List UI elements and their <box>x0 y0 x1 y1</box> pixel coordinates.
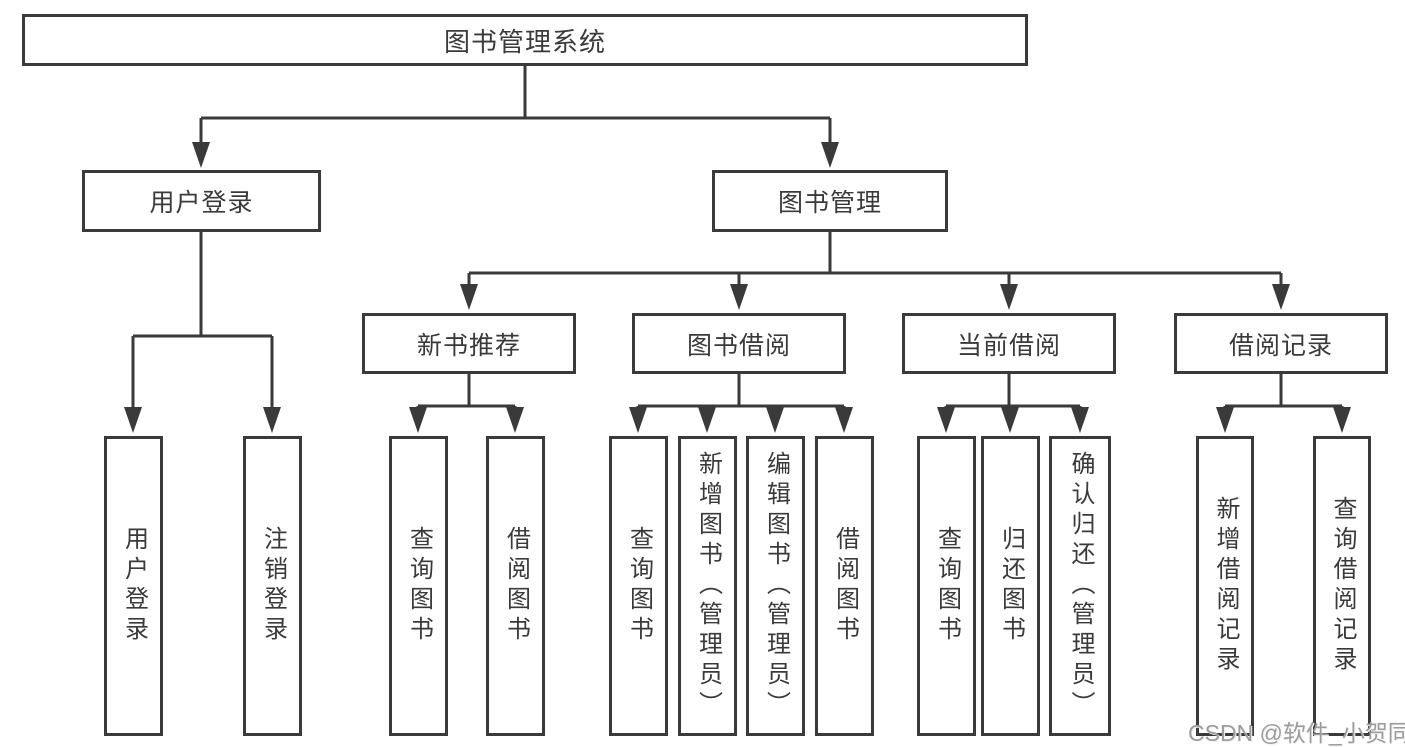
leaf-query-books: 查询图书 <box>917 436 976 736</box>
node-label: 图书借阅 <box>686 331 791 360</box>
node-label: 当前借阅 <box>956 331 1061 360</box>
leaf-label: 注销登录 <box>259 526 287 646</box>
leaf-label: 查询图书 <box>933 526 961 646</box>
leaf-label: 新增图书（管理员） <box>694 451 722 721</box>
leaf-label: 查询图书 <box>625 526 653 646</box>
root-label: 图书管理系统 <box>443 26 606 57</box>
leaf-label: 归还图书 <box>997 526 1025 646</box>
leaf-label: 查询借阅记录 <box>1329 496 1356 676</box>
leaf-add-borrow-record: 新增借阅记录 <box>1196 436 1254 736</box>
leaf-label: 查询图书 <box>405 526 433 646</box>
leaf-add-books-admin: 新增图书（管理员） <box>678 436 737 736</box>
arrowheads <box>124 142 1351 433</box>
leaf-label: 新增借阅记录 <box>1212 496 1239 676</box>
leaf-borrow-books: 借阅图书 <box>486 436 545 736</box>
node-label: 用户登录 <box>149 189 254 217</box>
leaf-confirm-return-admin: 确认归还（管理员） <box>1049 436 1111 736</box>
leaf-query-borrow-record: 查询借阅记录 <box>1313 436 1371 736</box>
leaf-return-books: 归还图书 <box>981 436 1040 736</box>
node-current-borrow: 当前借阅 <box>902 313 1116 374</box>
leaf-user-login: 用户登录 <box>104 436 163 736</box>
leaf-label: 用户登录 <box>120 526 148 646</box>
leaf-label: 编辑图书（管理员） <box>762 451 790 721</box>
leaf-logout: 注销登录 <box>243 436 302 736</box>
leaf-query-books: 查询图书 <box>609 436 668 736</box>
node-user-login: 用户登录 <box>82 170 321 232</box>
node-label: 图书管理 <box>777 189 882 217</box>
leaf-label: 确认归还（管理员） <box>1067 451 1094 721</box>
leaf-label: 借阅图书 <box>831 526 859 646</box>
node-library-management-system: 图书管理系统 <box>22 14 1028 66</box>
node-book-borrow: 图书借阅 <box>632 313 846 374</box>
leaf-query-books: 查询图书 <box>389 436 448 736</box>
node-book-management: 图书管理 <box>712 170 948 232</box>
node-label: 新书推荐 <box>416 331 521 360</box>
node-borrow-records: 借阅记录 <box>1174 313 1388 374</box>
node-new-book-recommend: 新书推荐 <box>362 313 576 374</box>
leaf-label: 借阅图书 <box>502 526 530 646</box>
leaf-borrow-books: 借阅图书 <box>815 436 874 736</box>
watermark: CSDN @软件_小贺同学 <box>1188 720 1405 746</box>
leaf-edit-books-admin: 编辑图书（管理员） <box>746 436 805 736</box>
node-label: 借阅记录 <box>1228 331 1333 360</box>
